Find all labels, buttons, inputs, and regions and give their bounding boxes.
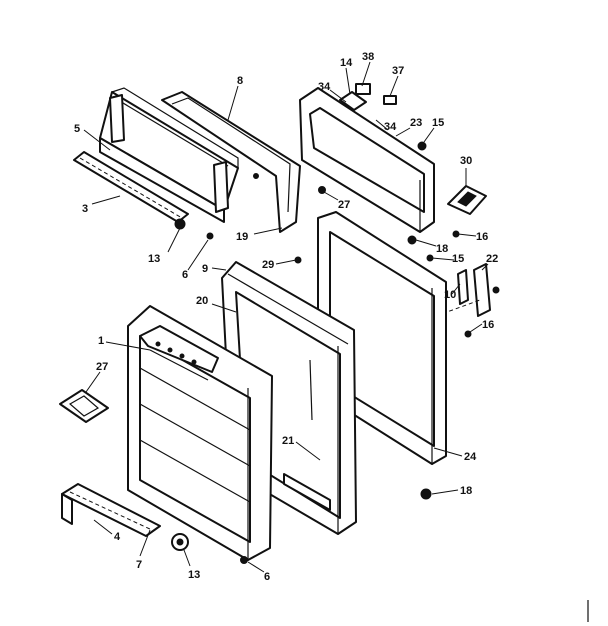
callout-14: 14 (340, 57, 353, 69)
callout-15: 15 (452, 253, 464, 265)
callout-6: 6 (182, 269, 188, 281)
callout-18: 18 (460, 485, 472, 497)
callout-8: 8 (237, 75, 243, 87)
callout-16: 16 (482, 319, 494, 331)
callout-34: 34 (384, 121, 397, 133)
callout-21: 21 (282, 435, 294, 447)
callout-3: 3 (82, 203, 88, 215)
freezer-shelf-bar (73, 151, 189, 223)
callout-13: 13 (148, 253, 160, 265)
leader-lines (83, 61, 489, 573)
butter-door (59, 389, 109, 423)
lower-knob (171, 533, 248, 564)
callout-4: 4 (114, 531, 121, 543)
freezer-door-liner (99, 87, 239, 223)
callout-27: 27 (338, 199, 350, 211)
upper-hardware (318, 83, 427, 194)
callout-13: 13 (188, 569, 200, 581)
callout-19: 19 (236, 231, 248, 243)
callout-30: 30 (460, 155, 472, 167)
callout-20: 20 (196, 295, 208, 307)
callout-24: 24 (464, 451, 477, 463)
callout-27: 27 (96, 361, 108, 373)
callout-18: 18 (436, 243, 448, 255)
callout-9: 9 (202, 263, 208, 275)
callout-22: 22 (486, 253, 498, 265)
callout-34: 34 (318, 81, 331, 93)
hinge-bracket (447, 185, 487, 215)
lower-shelf-bar (61, 483, 161, 537)
callout-29: 29 (262, 259, 274, 271)
lower-hinge-bracket (435, 263, 491, 317)
callout-1: 1 (98, 335, 104, 347)
lower-bushing (420, 488, 432, 500)
callout-labels: 8 5 3 13 6 19 14 38 37 34 34 23 15 27 30… (74, 51, 498, 583)
callout-10: 10 (444, 289, 456, 301)
callout-37: 37 (392, 65, 404, 77)
fresh-food-door-liner (127, 305, 273, 562)
callout-15: 15 (432, 117, 444, 129)
callout-38: 38 (362, 51, 374, 63)
freezer-door-outer-panel (299, 87, 435, 233)
freezer-door-gasket (161, 91, 301, 233)
callout-7: 7 (136, 559, 142, 571)
screws (174, 173, 500, 338)
callout-16: 16 (476, 231, 488, 243)
callout-6: 6 (264, 571, 270, 583)
callout-5: 5 (74, 123, 80, 135)
callout-23: 23 (410, 117, 422, 129)
